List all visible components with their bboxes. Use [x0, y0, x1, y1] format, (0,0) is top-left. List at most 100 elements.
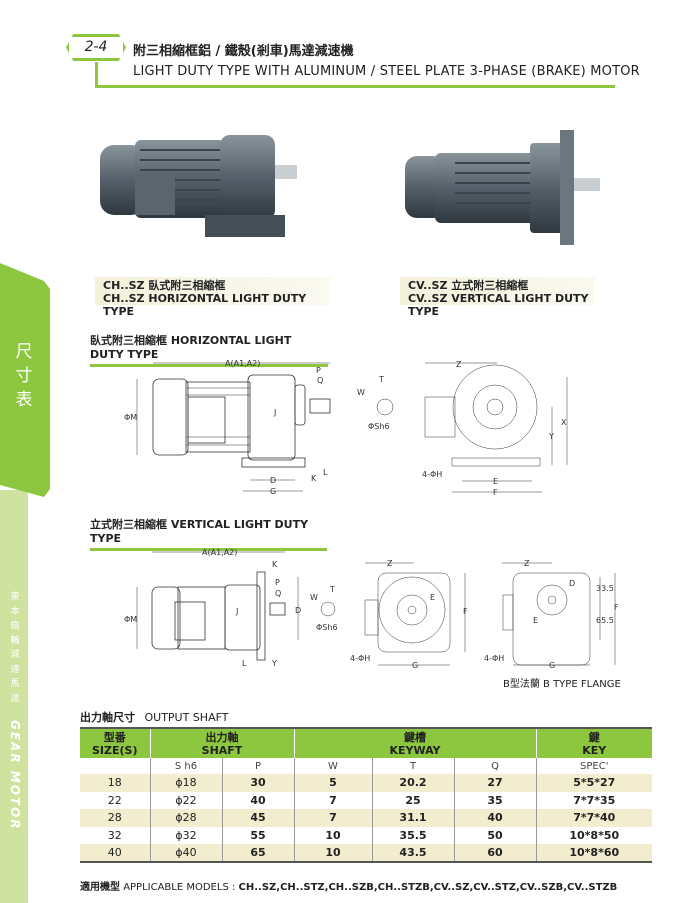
brand-char: 達 — [10, 693, 20, 704]
output-shaft-heading: 出力軸尺寸 OUTPUT SHAFT — [80, 709, 228, 725]
table-cell: 7 — [293, 791, 372, 809]
dim-label: Y — [548, 432, 554, 441]
footer-models: CH..SZ,CH..STZ,CH..SZB,CH..STZB,CV..SZ,C… — [238, 882, 618, 893]
table-cell: 10 — [293, 844, 372, 862]
table-cell: 7*7*40 — [535, 809, 652, 827]
subheader-cell: SPEC' — [535, 758, 652, 774]
b-flange-caption: B型法蘭 B TYPE FLANGE — [503, 679, 621, 690]
caption-vertical: CV..SZ 立式附三相縮框 CV..SZ VERTICAL LIGHT DUT… — [400, 277, 595, 318]
dim-label: ΦM — [124, 615, 137, 624]
dim-label: 4-ΦH — [350, 654, 370, 663]
dim-label: G — [270, 487, 276, 496]
table-cell: 7*7*35 — [535, 791, 652, 809]
page-title-zh: 附三相縮框鋁 / 鐵殼(剎車)馬達減速機 — [133, 44, 354, 59]
table-cell: 10*8*50 — [535, 826, 652, 844]
vertical-dimension-drawing: A(A1,A2) K P Q D J ΦM L Y W T ΦSh6 Z E F… — [124, 548, 619, 670]
sidebar-tab — [0, 263, 50, 497]
subheader-cell: Q — [453, 758, 536, 774]
footer-label: 適用機型 — [80, 882, 120, 893]
dim-label: E — [533, 616, 538, 625]
dim-label: Z — [387, 559, 393, 568]
brand-vertical-en: GEAR MOTOR — [8, 720, 22, 831]
table-cell: 45 — [221, 809, 294, 827]
dim-label: Q — [317, 376, 323, 385]
dim-label: L — [323, 468, 328, 477]
table-cell: 32 — [107, 828, 122, 842]
subheader-cell — [80, 758, 150, 774]
table-cell: 55 — [221, 826, 294, 844]
section-badge: 2-4 — [66, 34, 126, 61]
badge-number: 2-4 — [84, 39, 108, 55]
dim-label: E — [430, 593, 435, 602]
section-heading-vertical: 立式附三相縮框 VERTICAL LIGHT DUTY TYPE — [90, 516, 327, 551]
table-cell: ϕ28 — [149, 809, 222, 827]
dim-label: A(A1,A2) — [225, 359, 260, 368]
dim-label: 4-ΦH — [484, 654, 504, 663]
dim-label: Z — [456, 360, 462, 369]
table-cell: ϕ22 — [149, 791, 222, 809]
table-cell: 28 — [80, 809, 150, 827]
tab-char: 表 — [15, 390, 33, 410]
dim-label: D — [270, 476, 276, 485]
table-cell: 5*5*27 — [535, 774, 652, 792]
table-cell: 22 — [107, 793, 122, 807]
dim-label: W — [357, 388, 365, 397]
dim-label: K — [272, 560, 278, 569]
applicable-models: 適用機型 APPLICABLE MODELS : CH..SZ,CH..STZ,… — [80, 878, 617, 893]
caption-en: CV..SZ VERTICAL LIGHT DUTY TYPE — [408, 292, 589, 318]
dim-label: T — [378, 375, 384, 384]
brand-vertical-zh: 東 本 齒 輪 減 速 馬 達 — [8, 590, 22, 706]
dim-label: F — [493, 488, 498, 497]
dim-label: D — [295, 606, 301, 615]
dim-label: L — [242, 659, 247, 668]
table-cell: 50 — [453, 826, 536, 844]
brand-char: 減 — [10, 650, 20, 660]
dim-label: J — [273, 408, 276, 417]
dim-label: 33.5 — [596, 584, 614, 593]
horizontal-dimension-drawing: A(A1,A2) ΦM P Q J D G K L W T ΦSh6 Z X Y… — [124, 359, 568, 497]
subheader-cell: P — [221, 758, 294, 774]
table-cell: 60 — [453, 844, 536, 862]
subheader-cell: W — [293, 758, 372, 774]
table-cell: 40 — [221, 791, 294, 809]
table-cell: 18 — [80, 774, 150, 792]
brand-char: 東 — [10, 592, 20, 602]
sidebar-strip — [0, 490, 28, 903]
dim-label: E — [493, 477, 498, 486]
dim-label: T — [329, 585, 335, 594]
caption-zh: CV..SZ 立式附三相縮框 — [408, 279, 529, 292]
vertical-motor-photo — [405, 130, 600, 245]
dim-label: Q — [275, 589, 281, 598]
dim-label: K — [311, 474, 317, 483]
dim-label: 4-ΦH — [422, 470, 442, 479]
table-cell: 27 — [453, 774, 536, 792]
dim-label: Z — [524, 559, 530, 568]
dim-label: J — [235, 607, 238, 616]
subheader-cell: T — [371, 758, 454, 774]
brand-char: 馬 — [10, 679, 20, 689]
tab-char: 尺 — [15, 342, 33, 362]
dim-label: F — [614, 603, 619, 612]
table-cell: 7 — [293, 809, 372, 827]
subheader-cell: S h6 — [149, 758, 222, 774]
dim-label: X — [561, 418, 567, 427]
dim-label: W — [310, 593, 318, 602]
dim-label: F — [463, 607, 468, 616]
heading-en: OUTPUT SHAFT — [144, 711, 229, 724]
dim-label: 65.5 — [596, 616, 614, 625]
caption-en: CH..SZ HORIZONTAL LIGHT DUTY TYPE — [103, 292, 307, 318]
dim-label: P — [316, 366, 321, 375]
heading-zh: 出力軸尺寸 — [80, 711, 135, 724]
dim-label: G — [412, 661, 418, 670]
page-title-en: LIGHT DUTY TYPE WITH ALUMINUM / STEEL PL… — [133, 64, 640, 79]
table-cell: 10 — [293, 826, 372, 844]
caption-zh: CH..SZ 臥式附三相縮框 — [103, 279, 226, 292]
table-cell: 35.5 — [371, 826, 454, 844]
table-cell: ϕ40 — [149, 844, 222, 862]
